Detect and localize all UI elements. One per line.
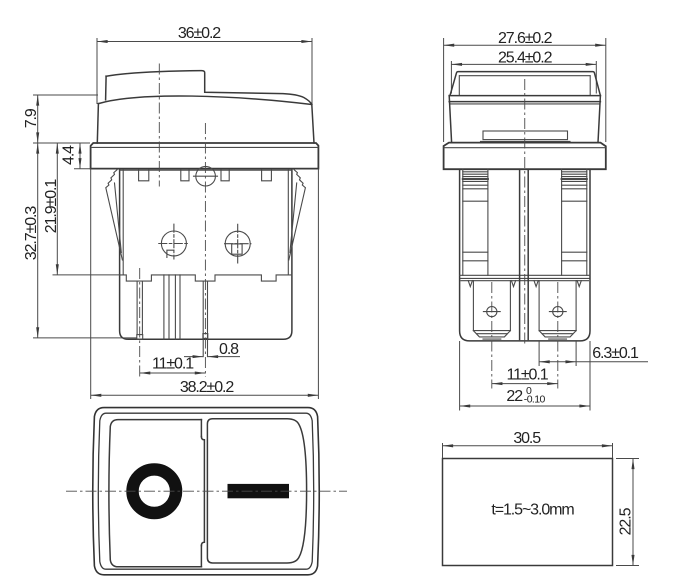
svg-text:30.5: 30.5 <box>513 430 541 447</box>
svg-text:22.5: 22.5 <box>618 507 635 535</box>
svg-text:6.3±0.1: 6.3±0.1 <box>592 345 639 362</box>
svg-text:27.6±0.2: 27.6±0.2 <box>498 30 553 47</box>
svg-text:38.2±0.2: 38.2±0.2 <box>180 379 235 396</box>
svg-text:t=1.5~3.0mm: t=1.5~3.0mm <box>491 501 574 518</box>
svg-text:11±0.1: 11±0.1 <box>506 366 548 383</box>
svg-text:11±0.1: 11±0.1 <box>152 356 194 373</box>
svg-text:25.4±0.2: 25.4±0.2 <box>498 50 553 67</box>
svg-text:7.9: 7.9 <box>23 108 40 128</box>
svg-text:-0.10: -0.10 <box>524 394 546 406</box>
svg-text:36±0.2: 36±0.2 <box>178 25 221 42</box>
svg-text:0.8: 0.8 <box>219 341 239 358</box>
svg-text:0: 0 <box>526 385 532 397</box>
svg-text:22: 22 <box>506 388 523 405</box>
svg-text:4.4: 4.4 <box>61 145 78 165</box>
svg-text:21.9±0.1: 21.9±0.1 <box>43 179 60 234</box>
svg-text:32.7±0.3: 32.7±0.3 <box>23 206 40 261</box>
